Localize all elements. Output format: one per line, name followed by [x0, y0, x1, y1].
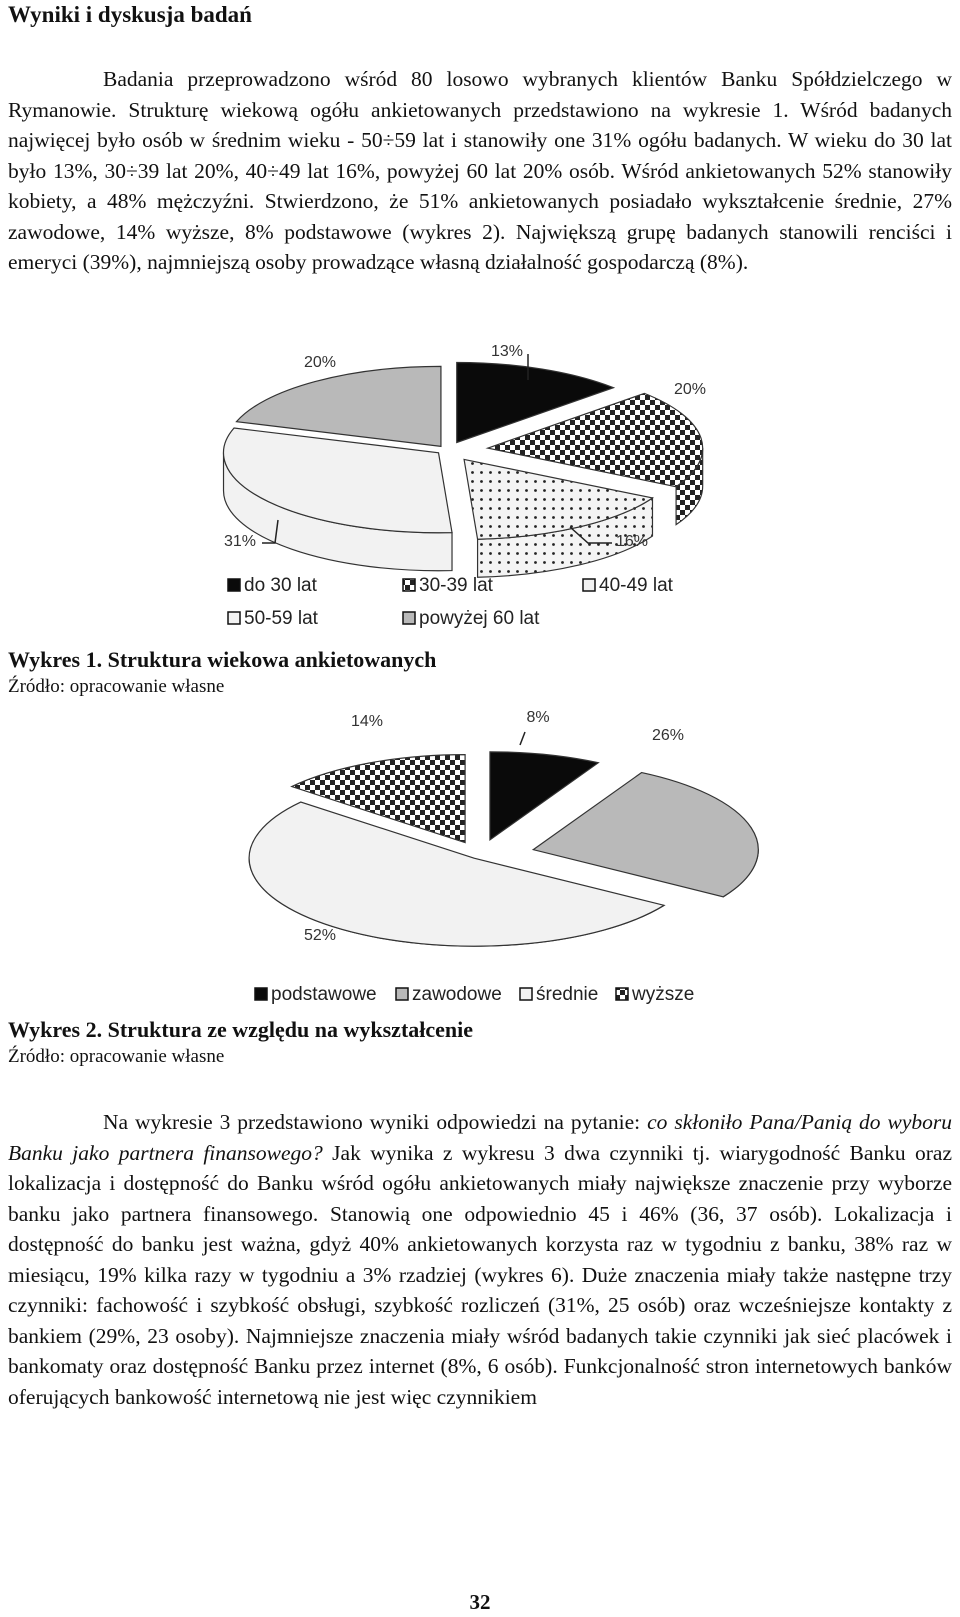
pie-slice-3 — [290, 754, 466, 844]
legend-swatch-1 — [402, 578, 416, 592]
legend-item-0: podstawowe — [254, 984, 377, 1005]
legend-swatch-2 — [582, 578, 596, 592]
pie-slice-3 — [222, 427, 453, 572]
legend-swatch-0 — [254, 987, 268, 1001]
paragraph-factors-intro: Na wykresie 3 przedstawiono wyniki odpow… — [103, 1110, 648, 1134]
legend-item-0: do 30 lat — [227, 575, 318, 596]
legend-item-2: średnie — [519, 984, 598, 1005]
pie-slice-0 — [456, 361, 616, 444]
legend-swatch-0 — [227, 578, 241, 592]
legend-label-3: wyższe — [631, 984, 694, 1005]
age-structure-pie-chart: 13% 20% 16% 31% 20% do 30 lat 30-39 lat 40-49 … — [222, 343, 706, 629]
legend-item-1: zawodowe — [395, 984, 502, 1005]
pie-label-2: 52% — [304, 927, 336, 944]
pie-label-3: 31% — [224, 533, 256, 550]
pie-label-4: 20% — [304, 354, 336, 371]
chart2-caption: Wykres 2. Struktura ze względu na wykszt… — [8, 1017, 474, 1042]
paragraph-factors-rest: Jak wynika z wykresu 3 dwa czynniki tj. … — [8, 1140, 953, 1409]
pie-label-2: 16% — [616, 533, 648, 550]
legend-label-2: średnie — [536, 984, 598, 1005]
pie-leader-2 — [569, 526, 612, 544]
chart1-caption: Wykres 1. Struktura wiekowa ankietowanyc… — [8, 647, 437, 672]
pie-leader-3 — [262, 519, 279, 544]
section-heading: Wyniki i dyskusja badań — [8, 2, 252, 27]
legend-label-4: powyżej 60 lat — [419, 608, 540, 629]
pie-slice-2 — [463, 458, 654, 578]
legend-swatch-2 — [519, 987, 533, 1001]
legend-label-1: 30-39 lat — [419, 575, 494, 596]
legend-swatch-3 — [615, 987, 629, 1001]
pie-label-0: 13% — [491, 343, 523, 360]
pie-label-1: 20% — [674, 381, 706, 398]
legend-item-2: 40-49 lat — [582, 575, 674, 596]
pie-slice-1 — [531, 771, 759, 898]
paragraph-intro: Badania przeprowadzono wśród 80 losowo w… — [8, 67, 952, 274]
legend-item-4: powyżej 60 lat — [402, 608, 540, 629]
chart2-source: Źródło: opracowanie własne — [8, 1046, 225, 1067]
legend-item-3: wyższe — [615, 984, 694, 1005]
legend-label-0: podstawowe — [271, 984, 377, 1005]
pie-leader-0 — [519, 731, 526, 746]
page-number: 32 — [469, 1590, 491, 1614]
legend-swatch-3 — [227, 611, 241, 625]
pie-label-0: 8% — [526, 709, 549, 726]
legend-item-3: 50-59 lat — [227, 608, 319, 629]
legend-item-1: 30-39 lat — [402, 575, 494, 596]
survey-question: co skłoniło Pana/Panią do wyboru Banku j… — [8, 1110, 953, 1165]
pie-slice-0 — [489, 751, 600, 842]
pie-label-3: 14% — [351, 713, 383, 730]
pie-slice-1 — [485, 392, 704, 526]
legend-label-3: 50-59 lat — [244, 608, 319, 629]
education-structure-pie-chart: 8% 26% 52% 14% podstawowe zawodowe średnie wyż… — [248, 709, 759, 1005]
legend-label-2: 40-49 lat — [599, 575, 674, 596]
legend-label-1: zawodowe — [412, 984, 502, 1005]
legend-swatch-1 — [395, 987, 409, 1001]
pie-slice-4 — [235, 365, 442, 448]
pie-slice-2 — [248, 801, 666, 947]
legend-swatch-4 — [402, 611, 416, 625]
legend-label-0: do 30 lat — [244, 575, 318, 596]
pie-label-1: 26% — [652, 727, 684, 744]
chart1-source: Źródło: opracowanie własne — [8, 676, 225, 697]
paragraph-factors: Na wykresie 3 przedstawiono wyniki odpow… — [8, 1107, 952, 1412]
